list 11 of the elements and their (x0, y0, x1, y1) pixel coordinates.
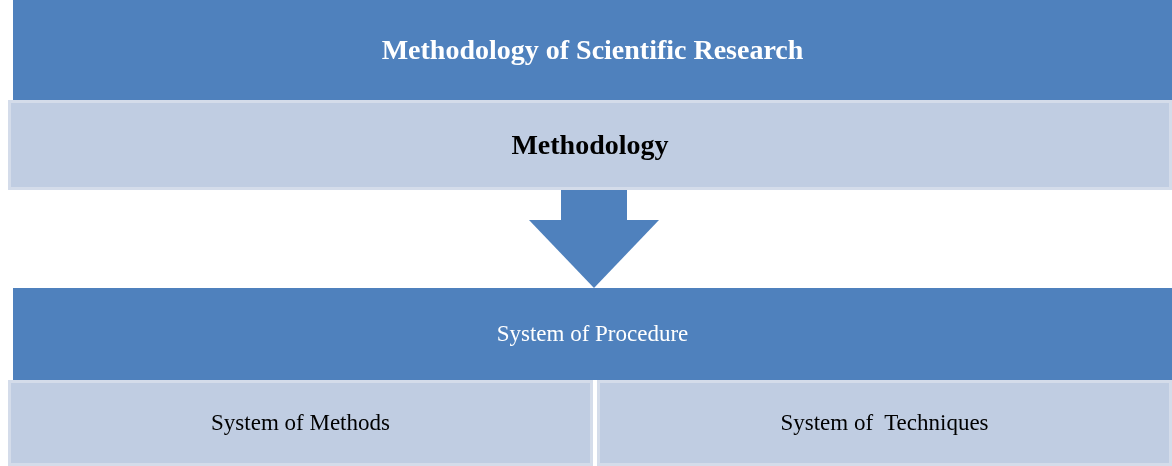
heading-band (8, 100, 1172, 190)
block-arrow (529, 190, 659, 288)
process-band (13, 288, 1172, 380)
label-text: System of Methods (211, 410, 390, 436)
label-text: Methodology (511, 129, 669, 161)
label-text: System of Procedure (496, 321, 689, 347)
process-box (597, 380, 1172, 466)
title-band (13, 0, 1172, 100)
label-text: System of Techniques (780, 410, 989, 436)
label-text: Methodology of Scientific Research (381, 34, 804, 66)
process-box (8, 380, 593, 466)
